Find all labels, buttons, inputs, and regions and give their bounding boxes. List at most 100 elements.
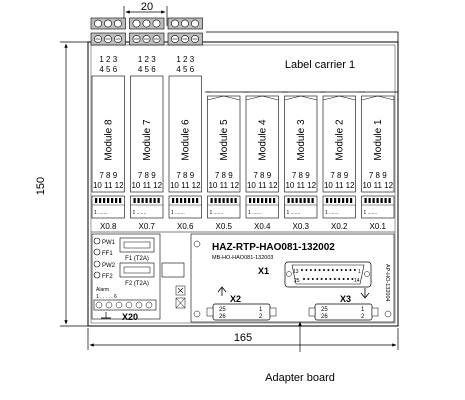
top-dimension-label: 20 xyxy=(141,1,153,13)
module-connector: 1....... xyxy=(207,195,241,219)
connector-pin-label: 1 xyxy=(364,210,367,216)
connector-pin-dots: ....... xyxy=(329,210,339,216)
top-terminal-numbers: 4 5 6 xyxy=(99,65,117,74)
alarm-label: Alarm xyxy=(96,287,109,293)
module-4: Module 47 8 910 11 121.......X0.4 xyxy=(243,91,279,231)
x1-connector: 13 1 25 14 xyxy=(284,261,372,288)
led-pw1-label: PW1 xyxy=(102,240,116,246)
screw-icon xyxy=(125,301,133,309)
led-fuse-panel: PW1 FF1 PW2 FF2 F1 (T2A) F2 (T2A) Alarm … xyxy=(91,233,161,322)
top-terminal-numbers: 1 2 3 xyxy=(176,55,194,64)
x1-pin-25: 25 xyxy=(294,278,300,284)
ground-icon xyxy=(101,312,111,319)
height-dimension-label: 150 xyxy=(35,177,47,195)
led-ff2-icon xyxy=(93,271,101,279)
screw-icon xyxy=(95,301,103,309)
connector-pin-dots: ....... xyxy=(137,210,147,216)
module-connector: 1....... xyxy=(168,195,202,219)
x3-pin-25: 25 xyxy=(321,307,328,313)
module-1: Module 17 8 910 11 121.......X0.1 xyxy=(358,91,395,231)
module-name: Module 5 xyxy=(219,119,230,161)
led-pw2-label: PW2 xyxy=(102,263,116,269)
bottom-terminal-numbers: 7 8 9 xyxy=(215,171,233,180)
connector-pin-dots: ....... xyxy=(175,210,185,216)
connector-pin-dots: ....... xyxy=(252,210,262,216)
led-pw2-icon xyxy=(93,260,101,268)
width-dimension-label: 165 xyxy=(234,332,252,344)
x2-pin-26: 26 xyxy=(219,314,226,320)
module-connector-label: X0.3 xyxy=(293,222,310,231)
bottom-terminal-numbers: 10 11 12 xyxy=(247,181,278,190)
mount-hole xyxy=(193,310,201,318)
x3-label: X3 xyxy=(340,294,351,304)
bottom-terminal-numbers: 7 8 9 xyxy=(138,171,156,180)
module-connector-label: X0.5 xyxy=(216,222,233,231)
connector-pin-dots: ....... xyxy=(291,210,301,216)
x2-pin-25: 25 xyxy=(219,307,226,313)
module-name: Module 6 xyxy=(180,119,191,161)
module-connector-label: X0.4 xyxy=(254,222,271,231)
bottom-terminal-numbers: 7 8 9 xyxy=(99,171,117,180)
bottom-terminal-numbers: 7 8 9 xyxy=(292,171,310,180)
x3-connector-group: X3 25 26 1 2 xyxy=(308,288,379,321)
label-carrier: Label carrier 1 xyxy=(206,31,399,93)
status-window xyxy=(161,262,185,278)
module-2: Module 27 8 910 11 121.......X0.2 xyxy=(320,91,356,231)
x2-pin-1: 1 xyxy=(259,307,263,313)
screw-icon xyxy=(105,301,113,309)
connector-pin-label: 1 xyxy=(325,210,328,216)
adapter-board-label: Adapter board xyxy=(265,372,335,384)
module-connector-label: X0.1 xyxy=(370,222,387,231)
fuse-f2-label: F2 (T2A) xyxy=(125,281,149,287)
module-3: Module 3 7 8 910 11 12 1....... X0.3 xyxy=(281,91,318,231)
fuse-f1 xyxy=(119,237,155,253)
module-connector-label: X0.7 xyxy=(139,222,156,231)
x1-pin-14: 14 xyxy=(354,278,360,284)
width-dimension: 165 xyxy=(87,328,399,350)
module-connector: 1....... xyxy=(245,195,279,219)
module-connector: 1....... xyxy=(322,195,356,219)
module-name: Module 1 xyxy=(373,119,384,161)
top-terminal-block xyxy=(167,17,203,46)
module-name: Module 3 xyxy=(296,119,307,161)
top-terminal-block xyxy=(129,17,165,46)
connector-pin-label: 1 xyxy=(171,210,174,216)
height-dimension: 150 xyxy=(35,41,88,327)
top-terminal-numbers: 1 2 3 xyxy=(138,55,156,64)
ce-mark-icon xyxy=(175,285,186,296)
connector-pin-label: 1 xyxy=(287,210,290,216)
x1-pin-1: 1 xyxy=(358,269,361,275)
bottom-terminal-numbers: 7 8 9 xyxy=(330,171,348,180)
top-terminal-block xyxy=(90,17,126,46)
bottom-terminal-numbers: 10 11 12 xyxy=(208,181,239,190)
connector-pin-label: 1 xyxy=(133,210,136,216)
bottom-terminal-numbers: 10 11 12 xyxy=(324,181,355,190)
module-connector: 1....... xyxy=(361,195,395,219)
mount-hole xyxy=(193,240,201,248)
module-name: Module 7 xyxy=(142,119,153,161)
mount-hole xyxy=(384,310,392,318)
x2-pin-2: 2 xyxy=(259,314,263,320)
x3-pin-1: 1 xyxy=(361,307,365,313)
weee-bin-icon xyxy=(175,297,186,309)
model-subtitle: MB-HO-HAO081-132003 xyxy=(212,255,273,261)
module-name: Module 4 xyxy=(257,119,268,161)
led-ff2-label: FF2 xyxy=(102,274,113,280)
screw-icon xyxy=(115,301,123,309)
x2-arrow-up-icon xyxy=(217,286,227,296)
x2-label: X2 xyxy=(230,294,241,304)
bottom-terminal-numbers: 10 11 12 xyxy=(362,181,393,190)
connector-pin-dots: ....... xyxy=(98,210,108,216)
adapter-board-callout: Adapter board xyxy=(265,321,335,384)
bottom-terminal-numbers: 10 11 12 xyxy=(285,181,316,190)
x3-arrow-down-icon xyxy=(360,288,370,299)
x20-label: X20 xyxy=(122,312,138,322)
adapter-board: HAZ-RTP-HAO081-132002 MB-HO-HAO081-13200… xyxy=(190,233,395,323)
board-outline xyxy=(87,41,399,327)
x1-pin-13: 13 xyxy=(293,269,299,275)
connector-pin-label: 1 xyxy=(248,210,251,216)
